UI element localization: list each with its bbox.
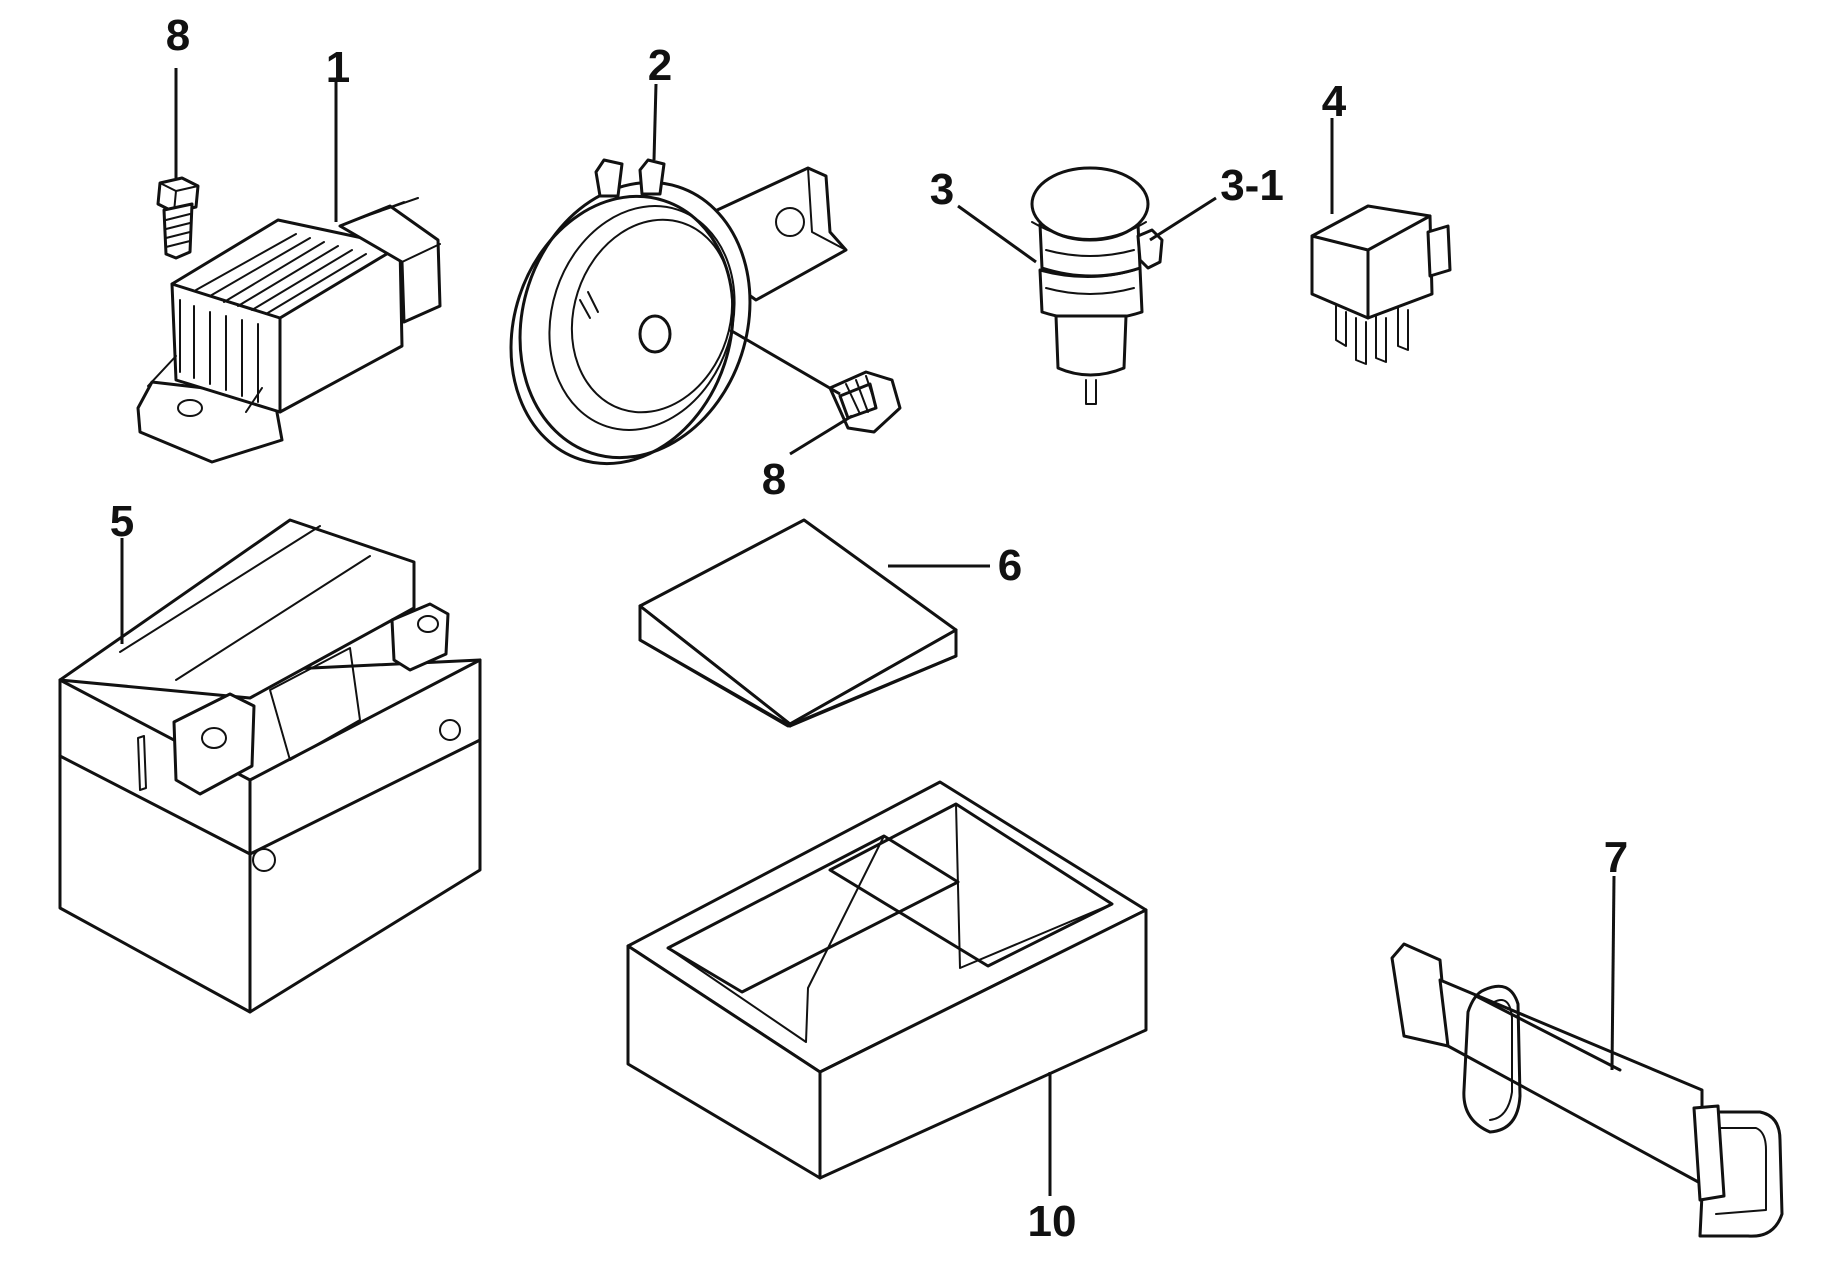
callout-regulator: 1	[326, 43, 350, 92]
switch-cap-part	[1136, 228, 1164, 270]
switch-part	[1030, 166, 1150, 405]
leader-strap	[1610, 875, 1616, 1071]
leader-lines	[120, 68, 1616, 1196]
relay-part	[1310, 204, 1452, 365]
tray-part	[626, 780, 1148, 1180]
pad-part	[638, 518, 958, 728]
leader-bolt-b	[789, 414, 853, 456]
callout-bolt-a: 8	[166, 11, 190, 60]
callout-horn: 2	[648, 41, 672, 90]
leader-horn	[652, 83, 658, 161]
callout-tray: 10	[1028, 1197, 1077, 1246]
leader-horn-bolt-dash	[729, 328, 841, 396]
callout-switch-cap: 3-1	[1220, 161, 1284, 210]
callout-relay: 4	[1322, 77, 1347, 126]
leader-switch	[957, 204, 1037, 264]
callout-switch: 3	[930, 165, 954, 214]
bolt-part-top-left	[156, 176, 200, 260]
regulator-part	[136, 197, 442, 464]
callout-labels: 8 1 2 8 3 3-1 4 5 6 7 10	[110, 11, 1628, 1246]
battery-part	[58, 518, 482, 1014]
callout-strap: 7	[1604, 833, 1628, 882]
leader-switch-cap	[1149, 196, 1217, 242]
callout-battery: 5	[110, 497, 134, 546]
strap-part	[1390, 942, 1784, 1238]
horn-part	[509, 158, 848, 466]
callout-bolt-b: 8	[762, 455, 786, 504]
callout-pad: 6	[998, 541, 1022, 590]
